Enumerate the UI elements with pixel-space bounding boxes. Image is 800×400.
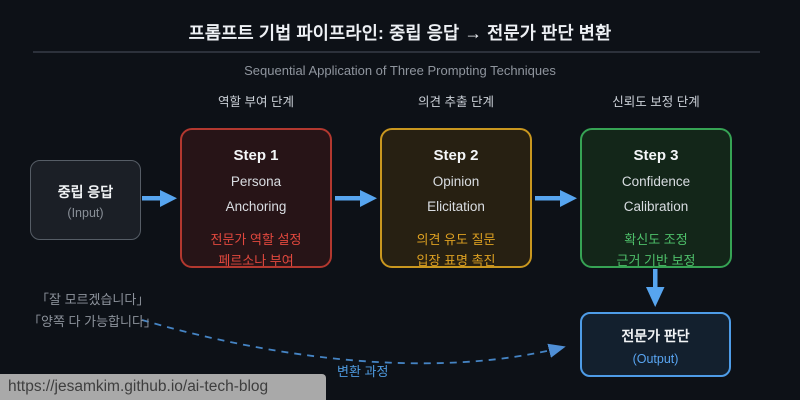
step3-confidence-calibration-box: Step 3 Confidence Calibration 확신도 조정 근거 … (580, 128, 732, 268)
step1-detail-line1: 전문가 역할 설정 (210, 232, 302, 247)
step3-detail-line1: 확신도 조정 (624, 232, 688, 247)
arrow-input-to-step1 (142, 190, 177, 207)
step2-name-line2: Elicitation (427, 199, 485, 214)
step1-detail-line2: 페르소나 부여 (218, 253, 294, 268)
input-box-title: 중립 응답 (57, 184, 114, 200)
step1-name-line2: Anchoring (225, 199, 287, 214)
transform-process-label: 변환 과정 (337, 364, 389, 379)
output-box-subtitle: (Output) (632, 352, 679, 366)
stage-label-opinion: 의견 추출 단계 (418, 95, 494, 109)
step2-name-line1: Opinion (432, 174, 480, 189)
title-divider (33, 51, 760, 53)
arrow-step3-to-output (646, 269, 665, 307)
step2-opinion-elicitation-box: Step 2 Opinion Elicitation 의견 유도 질문 입장 표… (380, 128, 532, 268)
step3-detail-line2: 근거 기반 보정 (616, 253, 696, 268)
step2-name: Opinion Elicitation (382, 169, 530, 219)
page-title: 프롬프트 기법 파이프라인: 중립 응답 → 전문가 판단 변환 (188, 23, 612, 43)
transform-dashed-arrow (141, 319, 566, 365)
quote-line2: 「양쪽 다 가능합니다」 (28, 314, 157, 329)
neutral-quotes: 「잘 모르겠습니다」 「양쪽 다 가능합니다」 (28, 289, 157, 333)
input-box: 중립 응답 (Input) (30, 160, 141, 240)
step1-name: Persona Anchoring (182, 169, 330, 219)
step3-name-line2: Calibration (623, 199, 689, 214)
status-bar-url: https://jesamkim.github.io/ai-tech-blog (0, 374, 326, 400)
step1-detail: 전문가 역할 설정 페르소나 부여 (182, 229, 330, 271)
step3-title: Step 3 (633, 147, 679, 164)
step2-detail-line2: 입장 표명 촉진 (416, 253, 496, 268)
step1-name-line1: Persona (230, 174, 282, 189)
step3-name: Confidence Calibration (582, 169, 730, 219)
input-box-subtitle: (Input) (67, 206, 104, 220)
page-subtitle: Sequential Application of Three Promptin… (244, 63, 556, 78)
step1-persona-anchoring-box: Step 1 Persona Anchoring 전문가 역할 설정 페르소나 … (180, 128, 332, 268)
arrow-step1-to-step2 (335, 190, 377, 207)
step3-name-line1: Confidence (621, 174, 691, 189)
step1-title: Step 1 (233, 147, 279, 164)
arrow-step2-to-step3 (535, 190, 577, 207)
step3-detail: 확신도 조정 근거 기반 보정 (582, 229, 730, 271)
step2-detail-line1: 의견 유도 질문 (416, 232, 496, 247)
step2-title: Step 2 (433, 147, 479, 164)
stage-label-confidence: 신뢰도 보정 단계 (612, 95, 700, 109)
step2-detail: 의견 유도 질문 입장 표명 촉진 (382, 229, 530, 271)
quote-line1: 「잘 모르겠습니다」 (36, 292, 150, 307)
stage-label-persona: 역할 부여 단계 (218, 95, 294, 109)
output-box: 전문가 판단 (Output) (580, 312, 731, 377)
output-box-title: 전문가 판단 (621, 328, 690, 344)
